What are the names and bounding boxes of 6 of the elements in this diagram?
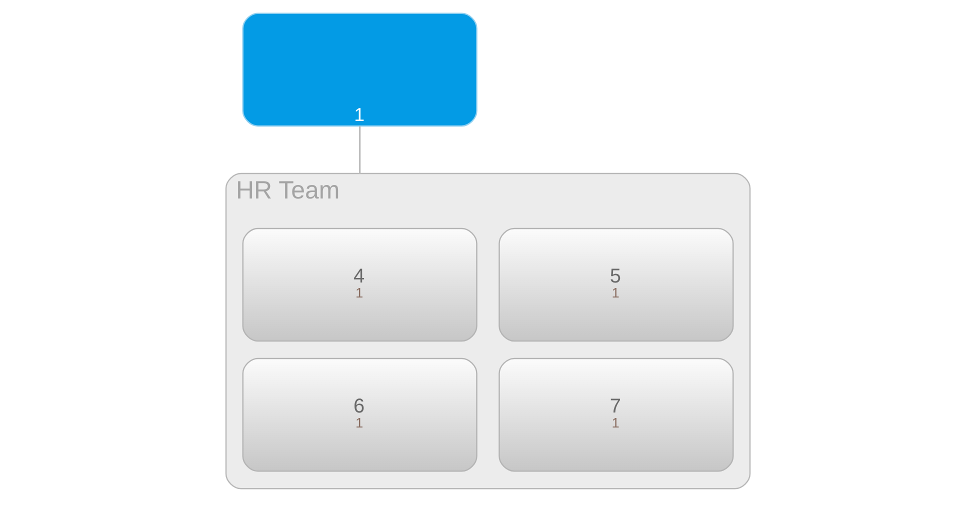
node-box: 4 1	[242, 228, 477, 342]
connector	[358, 126, 360, 174]
node-box: 6 1	[242, 358, 477, 472]
node-box: 5 1	[498, 228, 734, 342]
node-box: 1	[242, 12, 477, 127]
node-box: 7 1	[498, 358, 734, 472]
